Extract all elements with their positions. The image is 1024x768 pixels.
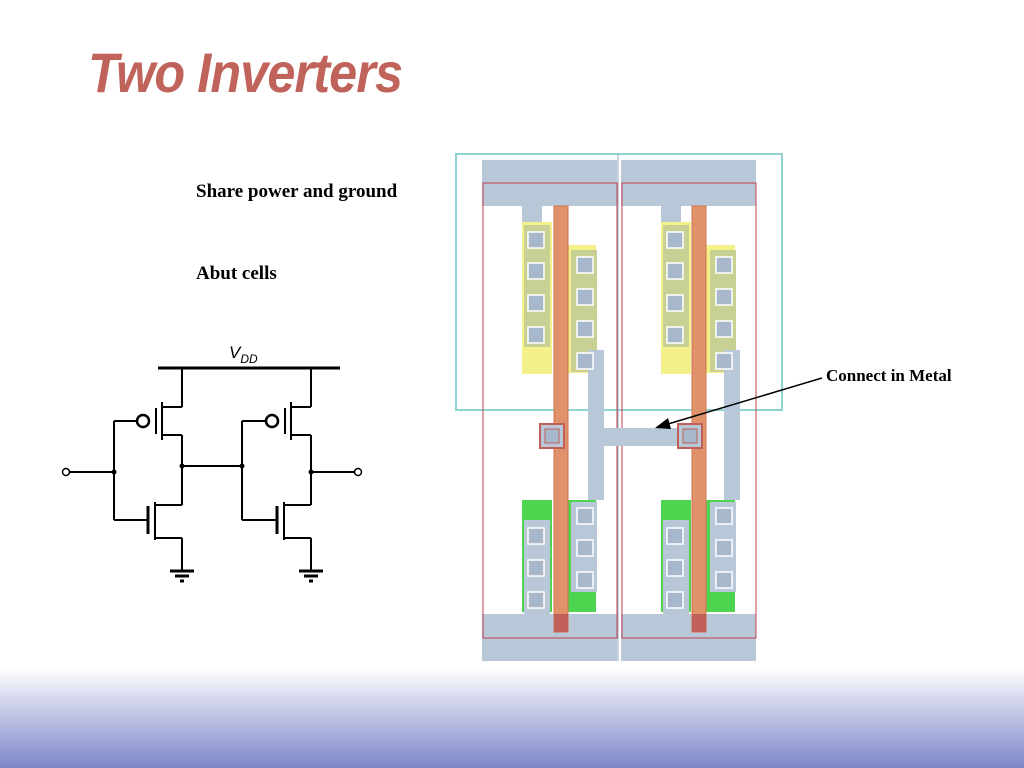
metal-connection [597, 428, 687, 446]
input-terminal [61, 467, 71, 477]
cell-boundary-1 [482, 182, 618, 639]
bullet-share-power: Share power and ground [196, 181, 398, 202]
contacts [527, 231, 733, 609]
footer-gradient-band [0, 668, 1024, 768]
bullet-abut-cells: Abut cells [196, 263, 277, 284]
vdd-label: VDD [229, 343, 258, 366]
output-terminal [353, 467, 363, 477]
cell-boundary-2 [621, 182, 757, 639]
nwell-region [455, 153, 783, 411]
ground-2 [299, 569, 323, 583]
poly-2 [691, 205, 707, 633]
slide-title: Two Inverters [88, 41, 403, 104]
inverter-1 [66, 368, 242, 570]
ground-1 [170, 569, 194, 583]
poly-1 [553, 205, 569, 633]
callout-connect-in-metal: Connect in Metal [826, 366, 952, 385]
callout-arrow [655, 377, 823, 429]
inverter-2 [241, 368, 358, 570]
